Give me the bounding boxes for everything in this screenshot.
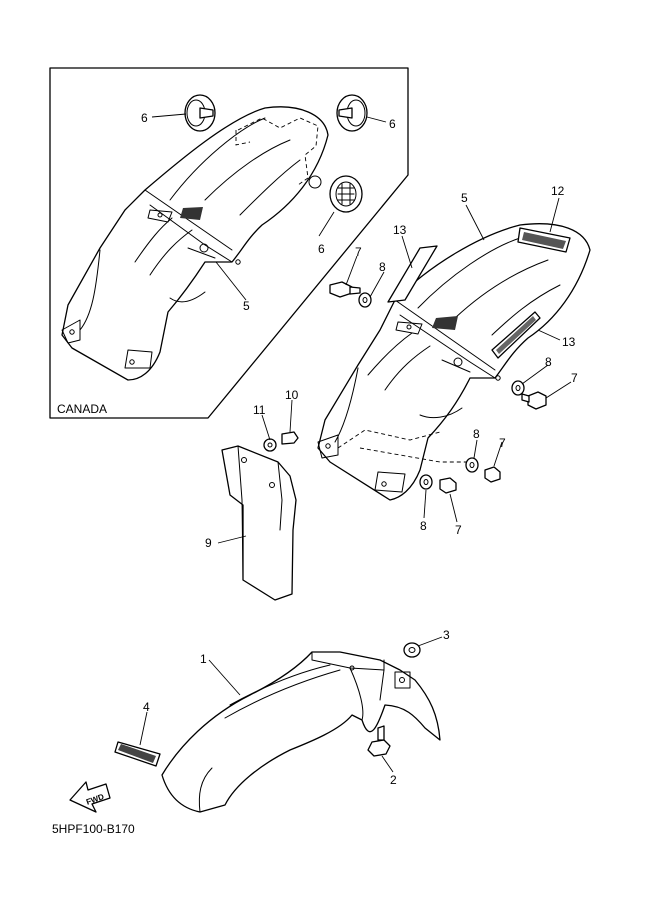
leader-lines: [139, 113, 572, 773]
bolt-7c: [484, 466, 501, 483]
mud-flap: [221, 445, 297, 601]
callout-13a: 13: [393, 223, 407, 237]
diagram-code: 5HPF100-B170: [52, 822, 135, 836]
decal-side: [491, 311, 541, 359]
bolt-10: [281, 431, 299, 445]
bolt-7d: [439, 477, 457, 494]
callout-4: 4: [143, 700, 150, 714]
washer-8b: [511, 380, 525, 396]
callout-12: 12: [551, 184, 565, 198]
callout-8c: 8: [473, 427, 480, 441]
bolt-7a: [329, 281, 361, 298]
callout-7a: 7: [355, 245, 362, 259]
callout-7d: 7: [455, 523, 462, 537]
washer-11: [263, 438, 277, 452]
callout-7b: 7: [571, 371, 578, 385]
inset-frame: [49, 67, 409, 419]
callout-8b: 8: [545, 355, 552, 369]
washer-3: [403, 642, 421, 658]
washer-8d: [419, 474, 433, 490]
callout-5b: 5: [461, 191, 468, 205]
callout-11: 11: [253, 403, 266, 417]
decal-strip: [387, 245, 438, 303]
callout-2: 2: [390, 773, 397, 787]
decal-top: [517, 227, 571, 253]
reflector-right: [336, 94, 368, 132]
callout-3: 3: [443, 628, 450, 642]
callout-labels: 6 6 6 5 13 5 12 7 8 13 8 7 11 10 8 7 8 7…: [141, 111, 578, 787]
washer-8c: [465, 457, 479, 473]
front-fender: [161, 651, 441, 813]
rear-fender: [317, 223, 591, 501]
reflector-left: [184, 94, 216, 132]
inset-label: CANADA: [57, 402, 107, 416]
callout-13b: 13: [562, 335, 576, 349]
inset-rear-fender: [61, 106, 329, 381]
callout-9: 9: [205, 536, 212, 550]
fwd-arrow-icon: FWD: [69, 781, 111, 813]
callout-5a: 5: [243, 299, 250, 313]
callout-6c: 6: [318, 242, 325, 256]
callout-8d: 8: [420, 519, 427, 533]
callout-10: 10: [285, 388, 299, 402]
bolt-2: [367, 725, 391, 757]
callout-8a: 8: [379, 260, 386, 274]
reflector-rear: [329, 175, 363, 213]
washer-8a: [358, 292, 372, 308]
decal-4: [114, 741, 161, 767]
callout-6b: 6: [389, 117, 396, 131]
callout-1: 1: [200, 652, 207, 666]
callout-7c: 7: [499, 436, 506, 450]
callout-6a: 6: [141, 111, 148, 125]
bolt-7b: [521, 391, 547, 410]
